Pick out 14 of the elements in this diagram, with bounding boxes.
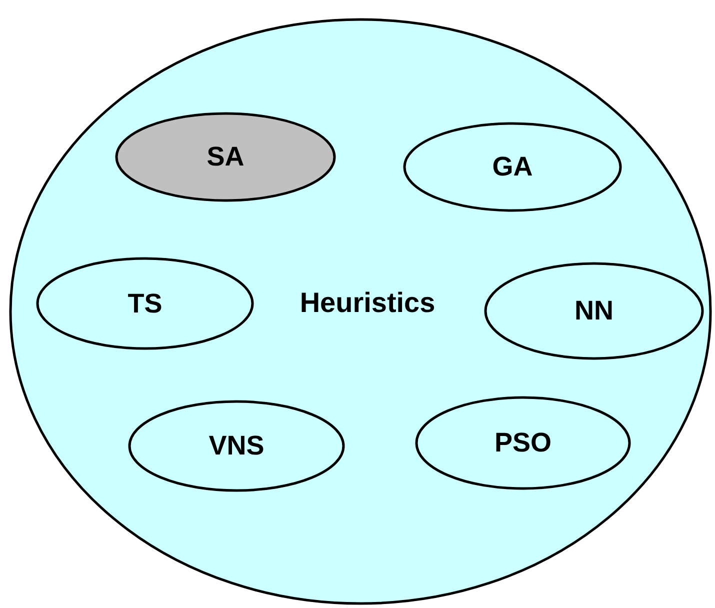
oval-node (128, 400, 345, 492)
oval-node (115, 112, 336, 202)
oval-node (484, 262, 704, 360)
node-label: Heuristics (300, 286, 436, 319)
oval-node (403, 122, 622, 212)
node-label: SA (206, 142, 244, 172)
oval-node (415, 396, 631, 490)
node-label: GA (492, 152, 533, 182)
node-label: PSO (494, 428, 552, 458)
node-label: TS (128, 288, 162, 319)
outer-ellipse (9, 18, 712, 605)
oval-node (36, 257, 254, 350)
node-label: NN (574, 296, 614, 326)
node-label: VNS (208, 430, 264, 462)
